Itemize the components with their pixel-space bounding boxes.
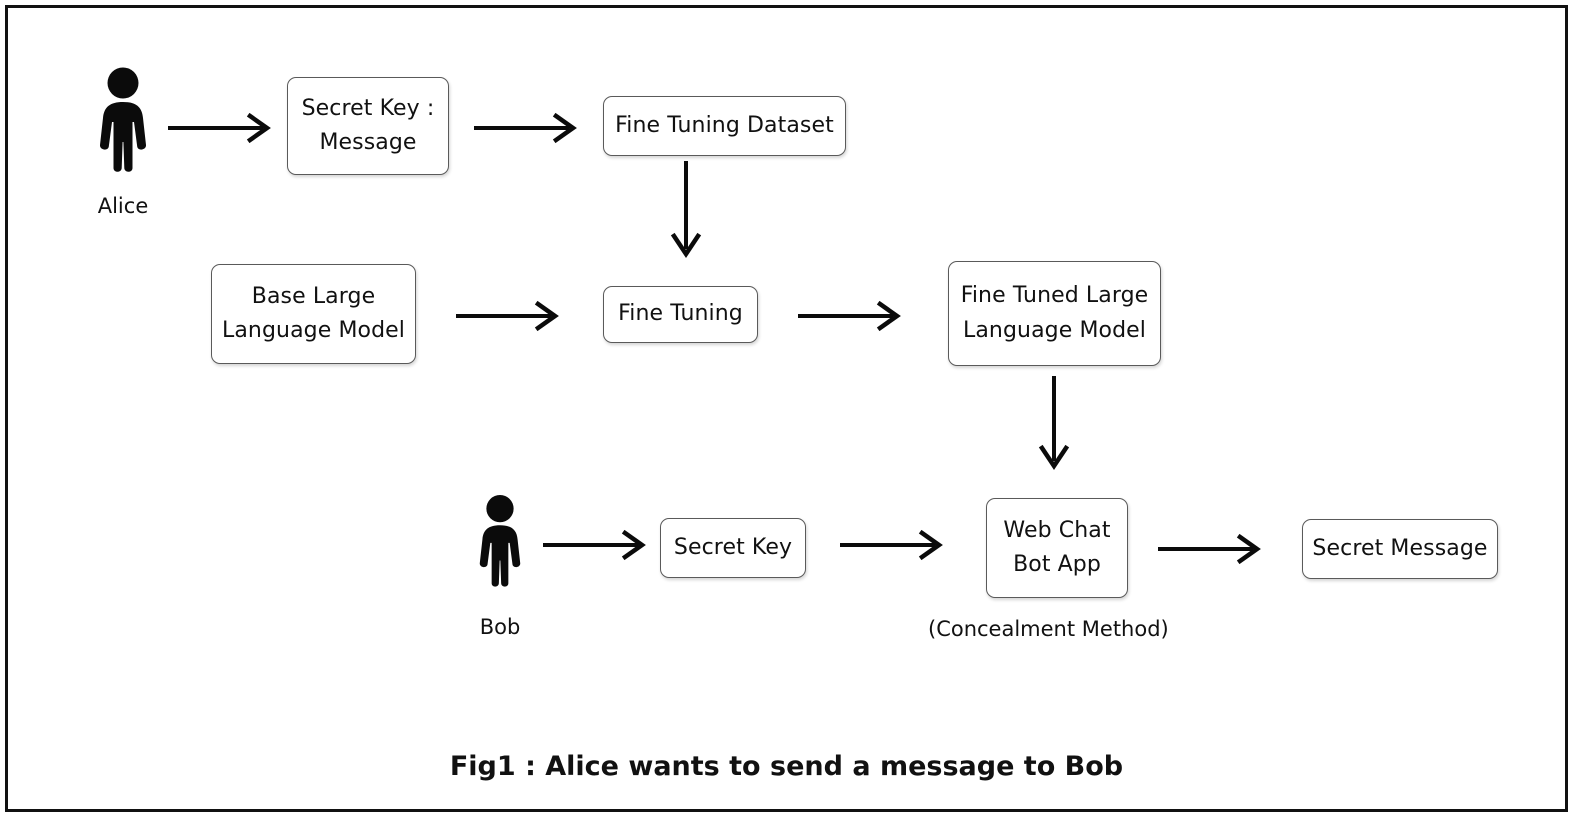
arrow-fine-tuning-to-fine-tuned-llm [798,300,901,332]
node-fine-tuning[interactable]: Fine Tuning [603,286,758,343]
node-secret-key-message-line1: Secret Key : [301,95,435,121]
node-fine-tuning-dataset[interactable]: Fine Tuning Dataset [603,96,846,156]
node-fine-tuned-llm-line1: Fine Tuned Large [960,283,1149,309]
node-web-chat-bot-app-line1: Web Chat [1003,517,1111,543]
arrow-fine-tuned-llm-to-web-chat-bot [1038,376,1070,471]
node-secret-key-message-line2: Message [319,130,417,155]
node-secret-key-message[interactable]: Secret Key : Message [287,77,449,175]
diagram-frame: Alice Secret Key : Message Fine Tuning D… [5,5,1568,812]
arrow-web-chat-bot-to-secret-message [1158,533,1261,565]
bob-figure [471,492,529,592]
figure-caption: Fig1 : Alice wants to send a message to … [449,751,1124,782]
node-base-llm[interactable]: Base Large Language Model [211,264,416,364]
person-icon [99,67,147,172]
arrow-base-llm-to-fine-tuning [456,300,559,332]
node-secret-message[interactable]: Secret Message [1302,519,1498,579]
arrow-secret-key-message-to-dataset [474,112,577,144]
node-secret-key[interactable]: Secret Key [660,518,806,578]
node-base-llm-line2: Language Model [221,318,406,343]
node-secret-key-line1: Secret Key [673,534,793,560]
arrow-alice-to-secret-key-message [168,112,271,144]
node-web-chat-bot-app-line2: Bot App [1013,552,1101,577]
node-fine-tuned-llm[interactable]: Fine Tuned Large Language Model [948,261,1161,366]
node-web-chat-bot-app[interactable]: Web Chat Bot App [986,498,1128,598]
arrow-bob-to-secret-key [543,529,646,561]
alice-figure [90,66,156,176]
node-fine-tuning-line1: Fine Tuning [618,301,743,327]
node-secret-message-line1: Secret Message [1312,535,1488,561]
concealment-method-annotation: (Concealment Method) [928,617,1169,641]
arrow-dataset-to-fine-tuning [670,161,702,259]
bob-label: Bob [479,615,521,639]
node-fine-tuning-dataset-line1: Fine Tuning Dataset [615,112,834,138]
arrow-secret-key-to-web-chat-bot [840,529,943,561]
alice-label: Alice [97,194,149,218]
person-icon [479,494,521,587]
node-base-llm-line1: Base Large [251,283,376,309]
node-fine-tuned-llm-line2: Language Model [962,317,1147,343]
